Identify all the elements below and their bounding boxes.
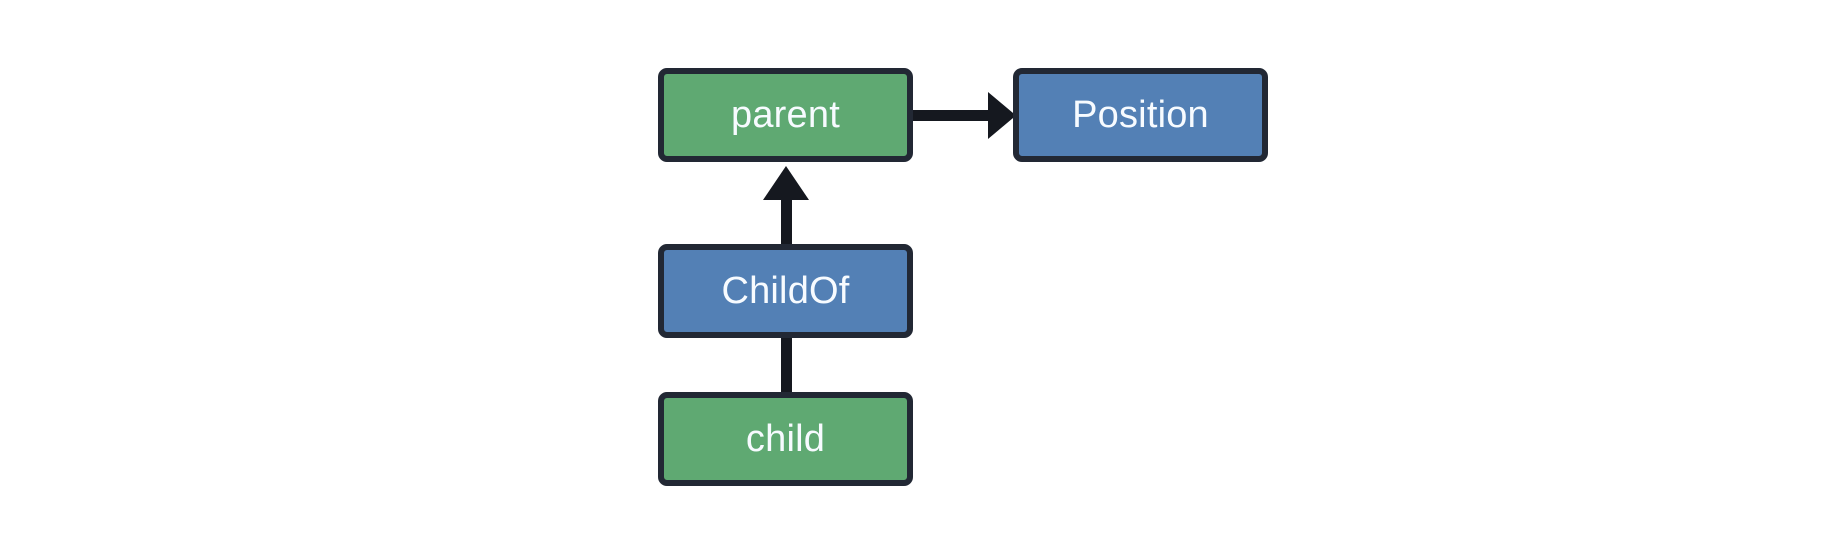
edge-parent-to-position [911,92,1016,139]
node-child[interactable]: child [658,392,913,486]
node-parent[interactable]: parent [658,68,913,162]
node-child-label: child [745,418,826,460]
edge-child-to-childof [781,336,792,394]
node-childof-label: ChildOf [721,270,850,312]
node-position[interactable]: Position [1013,68,1268,162]
node-position-label: Position [1072,94,1209,136]
node-parent-label: parent [731,94,840,136]
edge-childof-to-parent [763,166,809,246]
node-childof[interactable]: ChildOf [658,244,913,338]
